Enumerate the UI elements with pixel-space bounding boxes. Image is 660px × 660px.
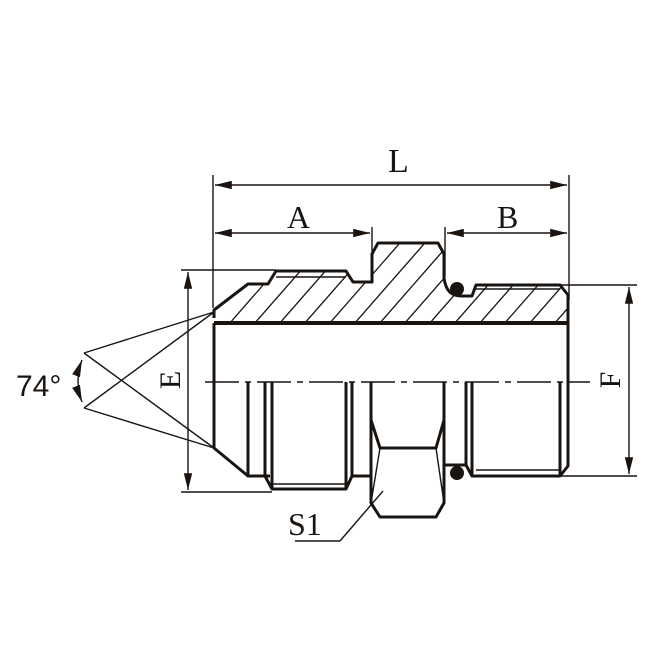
o-ring-lower <box>450 466 464 480</box>
dimension-E <box>181 269 276 493</box>
cone-angle-indicator <box>72 311 215 449</box>
label-A: A <box>287 199 310 235</box>
dimension-F <box>560 284 637 477</box>
o-ring-upper <box>450 282 464 296</box>
dimension-A <box>215 227 373 252</box>
label-S1: S1 <box>288 506 322 542</box>
lower-external-view <box>212 323 570 519</box>
dimension-L <box>212 175 570 308</box>
label-cone-angle: 74° <box>16 370 61 403</box>
hex-leader <box>295 490 384 542</box>
label-E: E <box>154 371 187 389</box>
label-L: L <box>388 143 409 180</box>
label-F: F <box>594 372 627 389</box>
label-B: B <box>497 199 518 235</box>
upper-section-outline <box>212 241 570 325</box>
